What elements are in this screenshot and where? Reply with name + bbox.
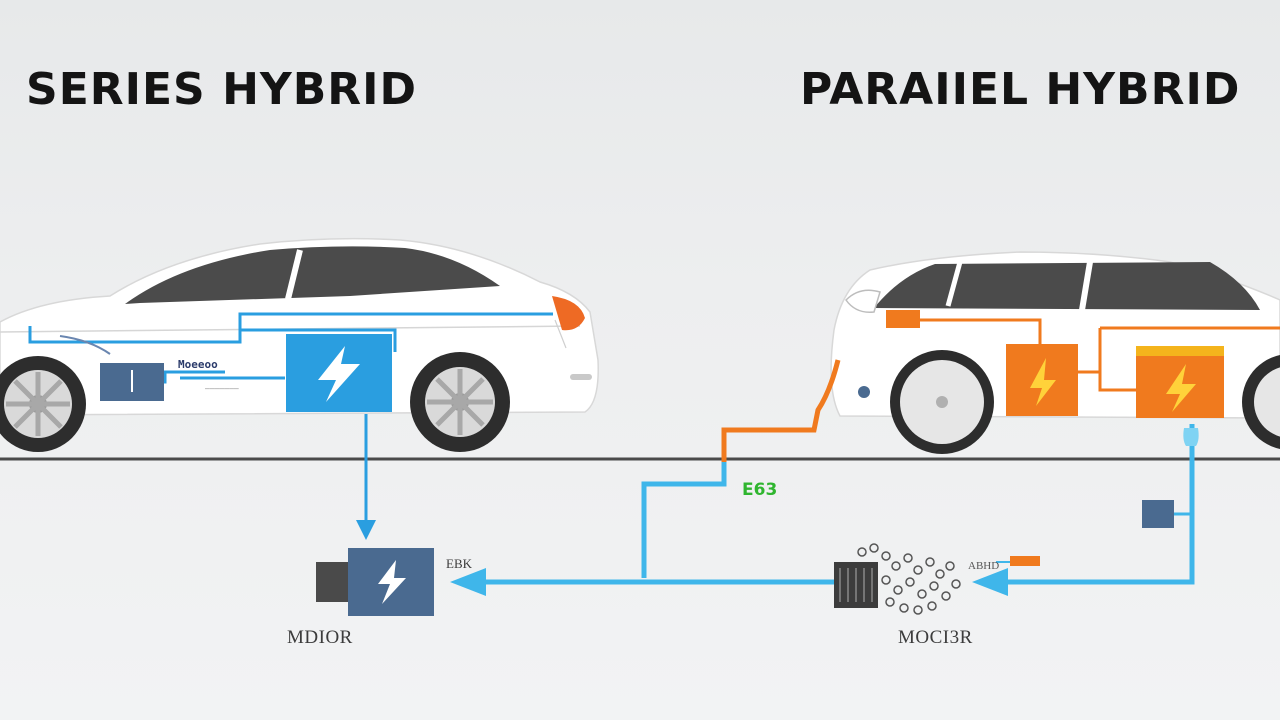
flow-lines — [356, 359, 1199, 596]
series-battery-bolt-icon — [318, 346, 360, 402]
parallel-rear-wheel — [1242, 355, 1280, 449]
parallel-front-wheel — [890, 350, 994, 454]
parallel-engine — [834, 543, 961, 615]
flow-tag-green: E63 — [742, 480, 778, 500]
series-car-decal-subtext: ——————— — [205, 384, 239, 393]
series-hybrid-car — [0, 237, 599, 452]
motor-label: MDIOR — [287, 627, 353, 648]
parallel-hybrid-car — [830, 251, 1280, 454]
series-front-wheel — [410, 352, 510, 452]
motor-bolt-icon — [378, 560, 406, 604]
series-flow-tag: EBK — [446, 556, 472, 571]
engine-label: MOCI3R — [898, 627, 973, 648]
series-car-decal-text: Moeeoo — [178, 358, 218, 371]
parallel-battery-2-bolt-icon — [1166, 364, 1196, 412]
series-rear-wheel — [0, 356, 86, 452]
parallel-hybrid-title: PARAIIEL HYBRID — [800, 64, 1241, 115]
series-motor — [316, 548, 434, 616]
series-hybrid-title: SERIES HYBRID — [26, 64, 418, 115]
parallel-flow-tag: ABHD — [968, 560, 1000, 572]
parallel-battery-1-bolt-icon — [1030, 358, 1056, 406]
